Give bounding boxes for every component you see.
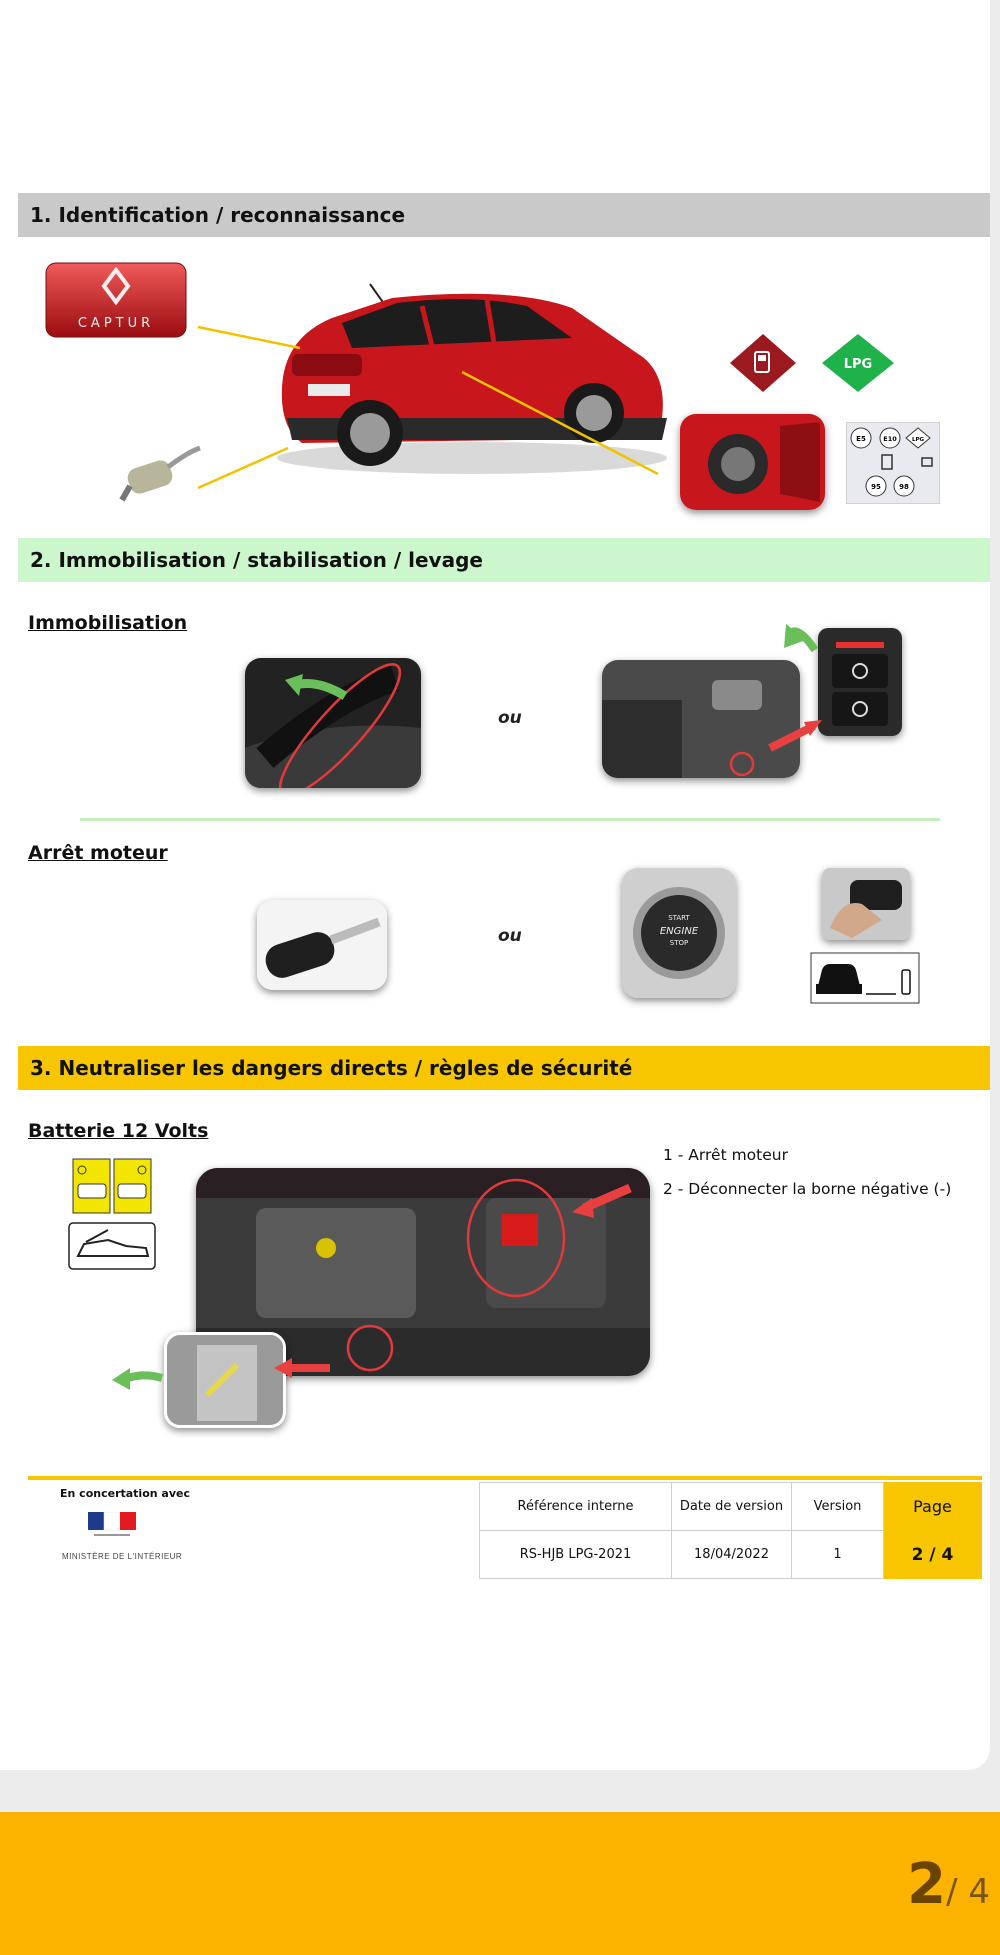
immobilisation-subtitle: Immobilisation bbox=[28, 612, 188, 634]
parking-brake-switch-photo bbox=[818, 628, 902, 736]
viewer-bottom-bar bbox=[0, 1812, 1000, 1955]
lpg-badge-label: LPG bbox=[844, 357, 872, 372]
lpg-diamond-badge: LPG bbox=[820, 332, 896, 394]
section-identification-title: 1. Identification / reconnaissance bbox=[30, 203, 406, 227]
captur-logo-text: CAPTUR bbox=[78, 316, 154, 331]
battery-step-2: 2 - Déconnecter la borne négative (-) bbox=[663, 1180, 952, 1198]
footer-rule bbox=[28, 1476, 982, 1480]
ignition-key-photo bbox=[257, 900, 387, 990]
hood-latch-photo bbox=[164, 1332, 286, 1428]
battery-step-1: 1 - Arrêt moteur bbox=[663, 1146, 788, 1164]
meta-header-page: Page bbox=[883, 1482, 982, 1531]
start-button-line-2: ENGINE bbox=[660, 926, 699, 937]
keyless-distance-icon bbox=[810, 952, 920, 1004]
meta-value-version: 1 bbox=[791, 1530, 884, 1579]
or-label-immobilisation: ou bbox=[498, 708, 522, 728]
fuel-label-e5: E5 bbox=[856, 435, 866, 443]
hood-open-icon bbox=[68, 1222, 156, 1270]
vehicle-image bbox=[272, 268, 677, 478]
meta-value-page: 2 / 4 bbox=[883, 1530, 982, 1579]
fuel-diamond-icon bbox=[728, 332, 798, 394]
fuel-label-98: 98 bbox=[899, 483, 909, 491]
ministry-label: MINISTÈRE DE L'INTÉRIEUR bbox=[62, 1552, 183, 1561]
meta-header-date: Date de version bbox=[671, 1482, 792, 1531]
partner-label: En concertation avec bbox=[60, 1487, 190, 1500]
section-dangers-title: 3. Neutraliser les dangers directs / règ… bbox=[30, 1056, 633, 1080]
meta-value-reference: RS-HJB LPG-2021 bbox=[479, 1530, 672, 1579]
handbrake-lever-photo bbox=[245, 658, 421, 788]
engine-stop-subtitle: Arrêt moteur bbox=[28, 842, 168, 864]
brake-arrows bbox=[768, 624, 822, 752]
keycard-hand-photo bbox=[822, 868, 910, 940]
engine-bay-arrows bbox=[112, 1183, 632, 1390]
page-indicator[interactable]: 2/ 4 bbox=[907, 1852, 990, 1917]
start-stop-button-photo: START ENGINE STOP bbox=[622, 868, 736, 998]
section-immobilisation-header: 2. Immobilisation / stabilisation / leva… bbox=[18, 538, 990, 582]
fuel-flap-photo bbox=[680, 414, 825, 510]
start-button-line-3: STOP bbox=[670, 939, 688, 947]
fuel-compatibility-label: E5 E10 LPG 95 98 bbox=[845, 421, 941, 505]
fuel-label-lpg: LPG bbox=[912, 437, 925, 443]
document-meta-table: Référence interne Date de version Versio… bbox=[479, 1482, 982, 1579]
table-row: RS-HJB LPG-2021 18/04/2022 1 2 / 4 bbox=[479, 1530, 982, 1579]
battery-subtitle: Batterie 12 Volts bbox=[28, 1120, 209, 1142]
battery-icon bbox=[72, 1158, 152, 1214]
captur-logo: CAPTUR bbox=[45, 262, 187, 338]
fuel-label-95: 95 bbox=[871, 483, 881, 491]
start-button-line-1: START bbox=[668, 914, 690, 922]
section-identification-header: 1. Identification / reconnaissance bbox=[18, 193, 990, 237]
fuel-label-e10: E10 bbox=[883, 435, 897, 443]
meta-value-date: 18/04/2022 bbox=[671, 1530, 792, 1579]
republic-flag-logo bbox=[88, 1511, 136, 1540]
exhaust-image bbox=[118, 442, 206, 504]
or-label-engine-stop: ou bbox=[498, 926, 522, 946]
callout-lines bbox=[197, 325, 659, 490]
meta-header-reference: Référence interne bbox=[479, 1482, 672, 1531]
table-row: Référence interne Date de version Versio… bbox=[479, 1482, 982, 1531]
document-page: 1. Identification / reconnaissance CAPTU… bbox=[0, 0, 990, 1770]
section-dangers-header: 3. Neutraliser les dangers directs / règ… bbox=[18, 1046, 990, 1090]
electric-parking-brake-photo bbox=[602, 660, 800, 778]
page-total: / 4 bbox=[946, 1872, 990, 1912]
divider-line bbox=[80, 818, 940, 821]
section-immobilisation-title: 2. Immobilisation / stabilisation / leva… bbox=[30, 548, 483, 572]
page-current: 2 bbox=[907, 1852, 947, 1917]
meta-header-version: Version bbox=[791, 1482, 884, 1531]
